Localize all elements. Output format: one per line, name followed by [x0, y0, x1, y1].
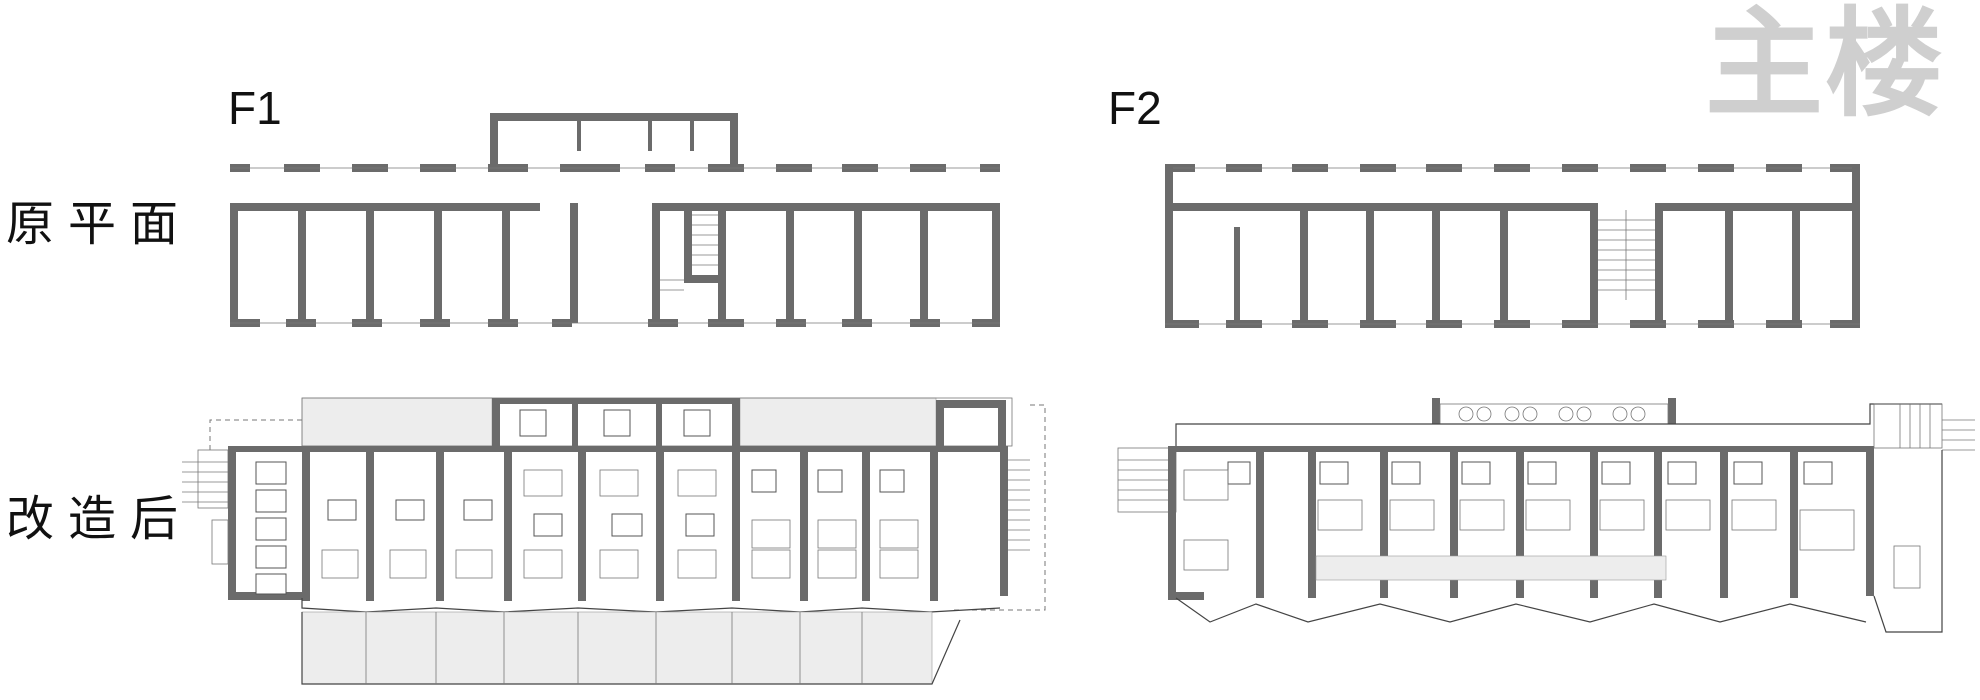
f1-renovated-plan: [182, 397, 1046, 685]
f2-renovated-plan: [1117, 398, 1975, 633]
row-label-renovated: 改造后: [6, 491, 193, 547]
f1-original-plan: [230, 113, 1000, 327]
row-label-original: 原平面: [6, 196, 193, 252]
building-title: 主楼: [1705, 0, 1946, 133]
floor-label-f2: F2: [1108, 82, 1162, 134]
floor-label-f1: F1: [228, 82, 282, 134]
f2-original-plan: [1165, 164, 1860, 328]
